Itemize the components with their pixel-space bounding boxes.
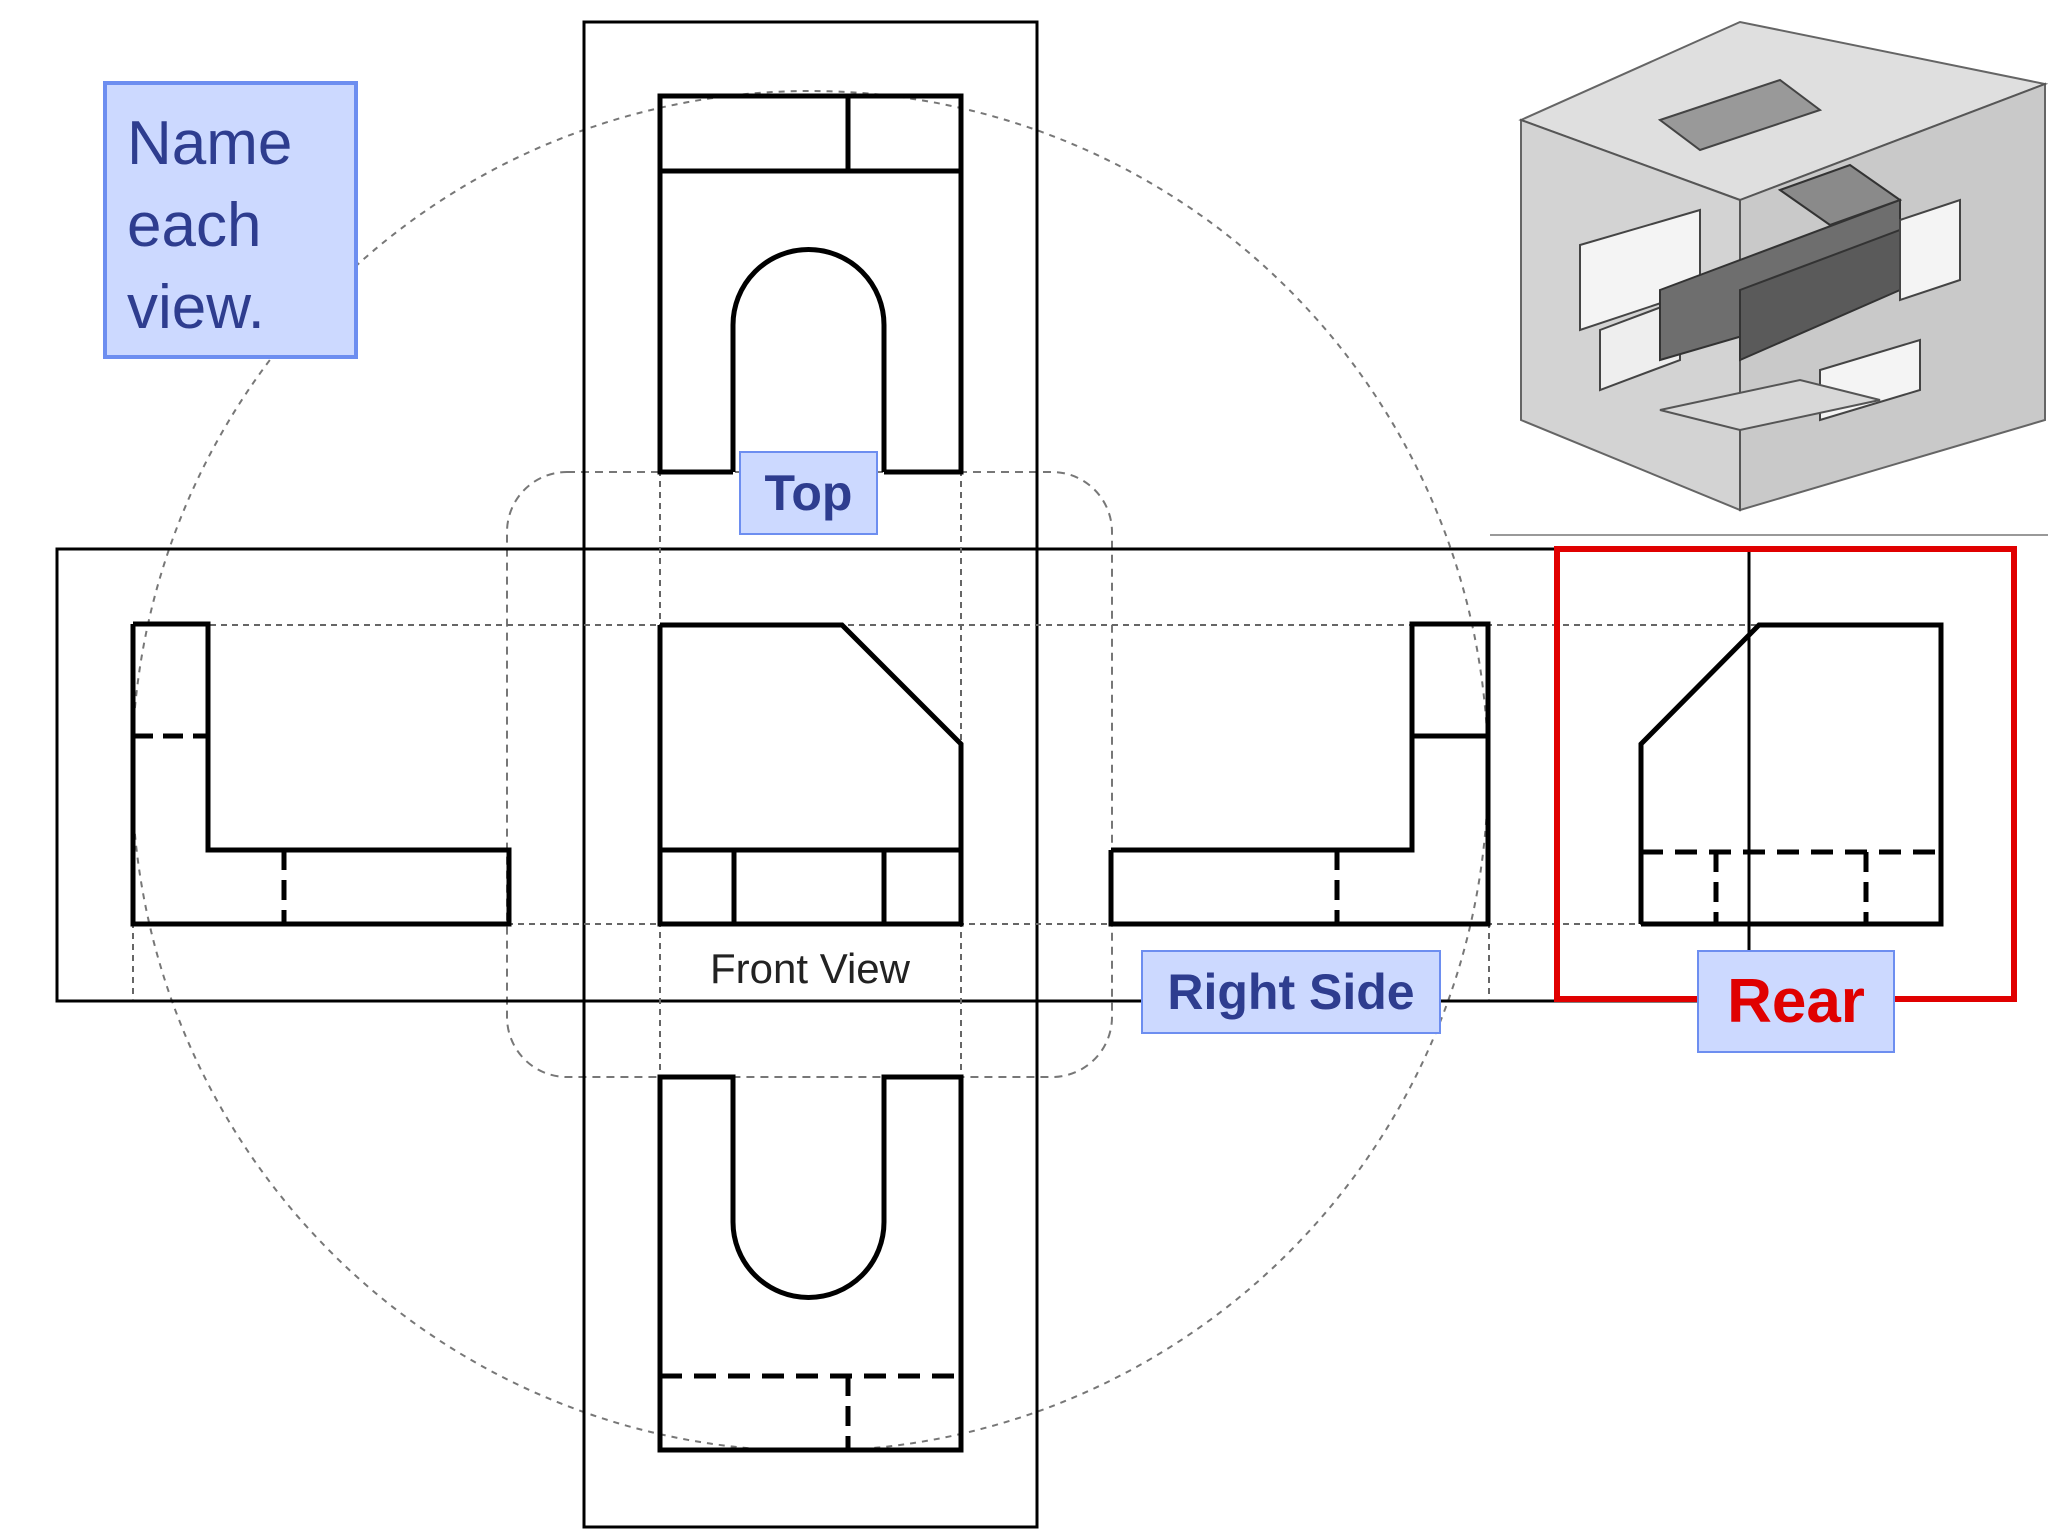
front-view (657, 622, 964, 927)
right-side-view-label: Right Side (1141, 950, 1441, 1034)
right-side-view (1108, 621, 1491, 927)
rear-view-label: Rear (1697, 950, 1895, 1053)
top-view (657, 93, 964, 475)
rear-highlight-box (1554, 546, 2017, 1002)
horizontal-strip-frame (55, 547, 1751, 1003)
left-side-view (130, 621, 512, 927)
bottom-view (657, 1074, 964, 1453)
transparent-block-isometric (1518, 20, 2048, 512)
front-view-caption: Front View (710, 945, 910, 992)
projection-lines (132, 470, 1945, 1075)
top-view-label: Top (739, 451, 878, 535)
rear-view (1638, 622, 1944, 927)
instruction-box: Name each view. (103, 81, 358, 359)
vertical-strip-frame (582, 20, 1039, 1529)
